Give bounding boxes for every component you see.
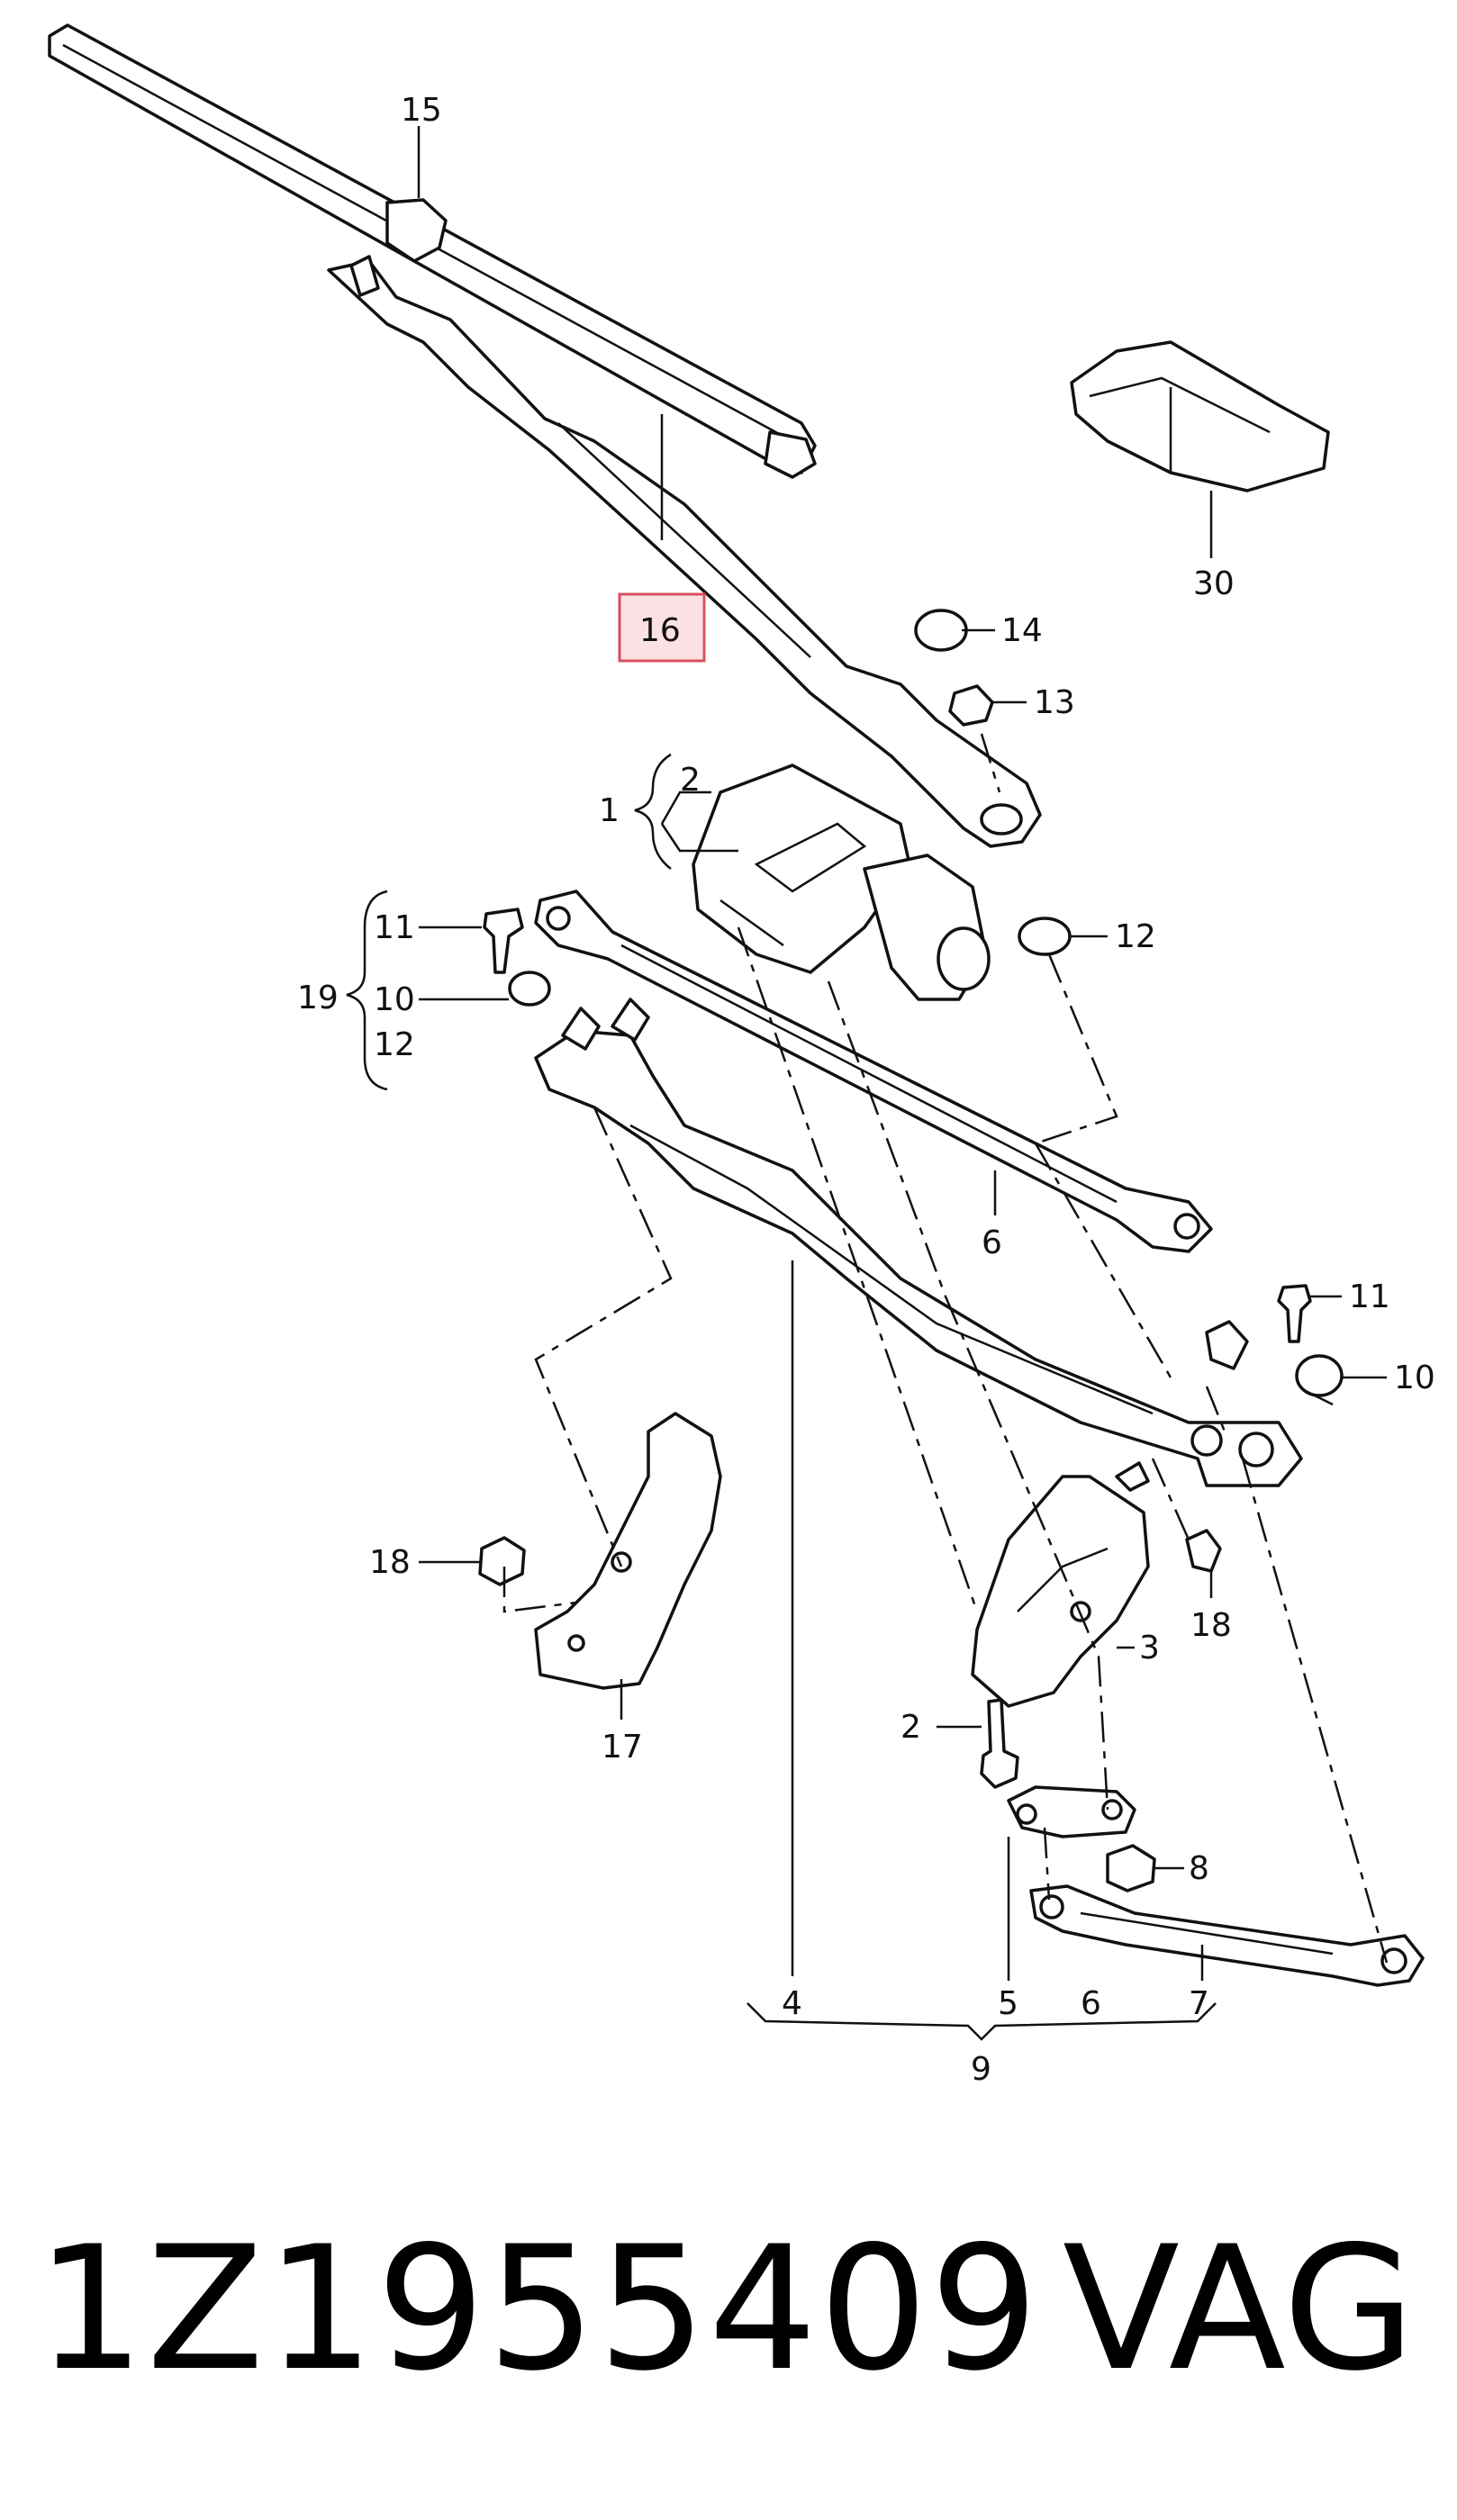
- label-12-right: 12: [1115, 918, 1156, 955]
- clip-18-right: [1185, 1529, 1222, 1573]
- leader-lines: [417, 126, 1387, 1981]
- label-18-right: 18: [1190, 1607, 1232, 1644]
- label-4: 4: [782, 1985, 802, 2022]
- label-10-left: 10: [374, 981, 415, 1018]
- label-2-top: 2: [680, 762, 701, 799]
- label-3: 3: [1139, 1630, 1160, 1666]
- motor-cover: [1070, 340, 1330, 492]
- bracket-left: [534, 1412, 722, 1690]
- motor-bracket: [971, 1461, 1150, 1708]
- wiper-blade: [48, 23, 817, 479]
- wiper-arm: [327, 255, 1042, 848]
- label-14: 14: [1001, 612, 1043, 649]
- label-8: 8: [1189, 1850, 1209, 1887]
- part-number-text: 1Z1955409: [36, 2209, 1041, 2408]
- label-1: 1: [599, 792, 620, 829]
- label-18-left: 18: [369, 1544, 411, 1581]
- label-12-left: 12: [374, 1026, 415, 1063]
- label-7: 7: [1189, 1985, 1209, 2022]
- nut-right: [1295, 1354, 1344, 1397]
- brand-text: VAG: [1063, 2209, 1416, 2408]
- label-2-bottom: 2: [900, 1709, 921, 1746]
- crank-part: [1007, 1785, 1136, 1838]
- screw-left: [483, 908, 524, 974]
- bolt-part: [980, 1698, 1019, 1789]
- lower-link-rod: [1029, 1884, 1425, 1987]
- label-13: 13: [1034, 684, 1075, 721]
- highlight-box-16: [618, 592, 706, 663]
- label-19: 19: [297, 980, 339, 1016]
- screw-right: [1277, 1284, 1312, 1343]
- label-17: 17: [602, 1729, 643, 1766]
- label-15: 15: [401, 92, 442, 129]
- nut-part: [948, 684, 994, 727]
- nut-left: [508, 971, 551, 1007]
- brace-19: [346, 890, 388, 1091]
- label-11-left: 11: [374, 909, 415, 946]
- grommet-part: [1018, 917, 1072, 956]
- label-5: 5: [998, 1985, 1018, 2022]
- label-6-bottom: 6: [1081, 1985, 1101, 2022]
- linkage-frame: [534, 998, 1303, 1487]
- wiper-linkage-diagram: 15 16 30 14 13 1 2 11 19 10 12 12 6 11 1…: [48, 23, 1435, 2088]
- nut-8: [1106, 1844, 1156, 1892]
- brace-1: [634, 753, 672, 870]
- label-10-right: 10: [1394, 1359, 1435, 1396]
- upper-link-rod: [534, 890, 1213, 1253]
- wiper-motor: [692, 763, 991, 1001]
- nut-18-left: [478, 1536, 526, 1586]
- brace-9: [747, 2002, 1217, 2041]
- label-9: 9: [971, 2051, 991, 2088]
- label-6-mid: 6: [982, 1224, 1002, 1261]
- callout-labels: 15 16 30 14 13 1 2 11 19 10 12 12 6 11 1…: [297, 92, 1435, 2088]
- cap-part: [914, 609, 968, 652]
- label-30: 30: [1193, 565, 1235, 602]
- label-11-right: 11: [1349, 1278, 1390, 1315]
- assembly-lines: [502, 733, 1389, 1964]
- label-16: 16: [639, 612, 681, 649]
